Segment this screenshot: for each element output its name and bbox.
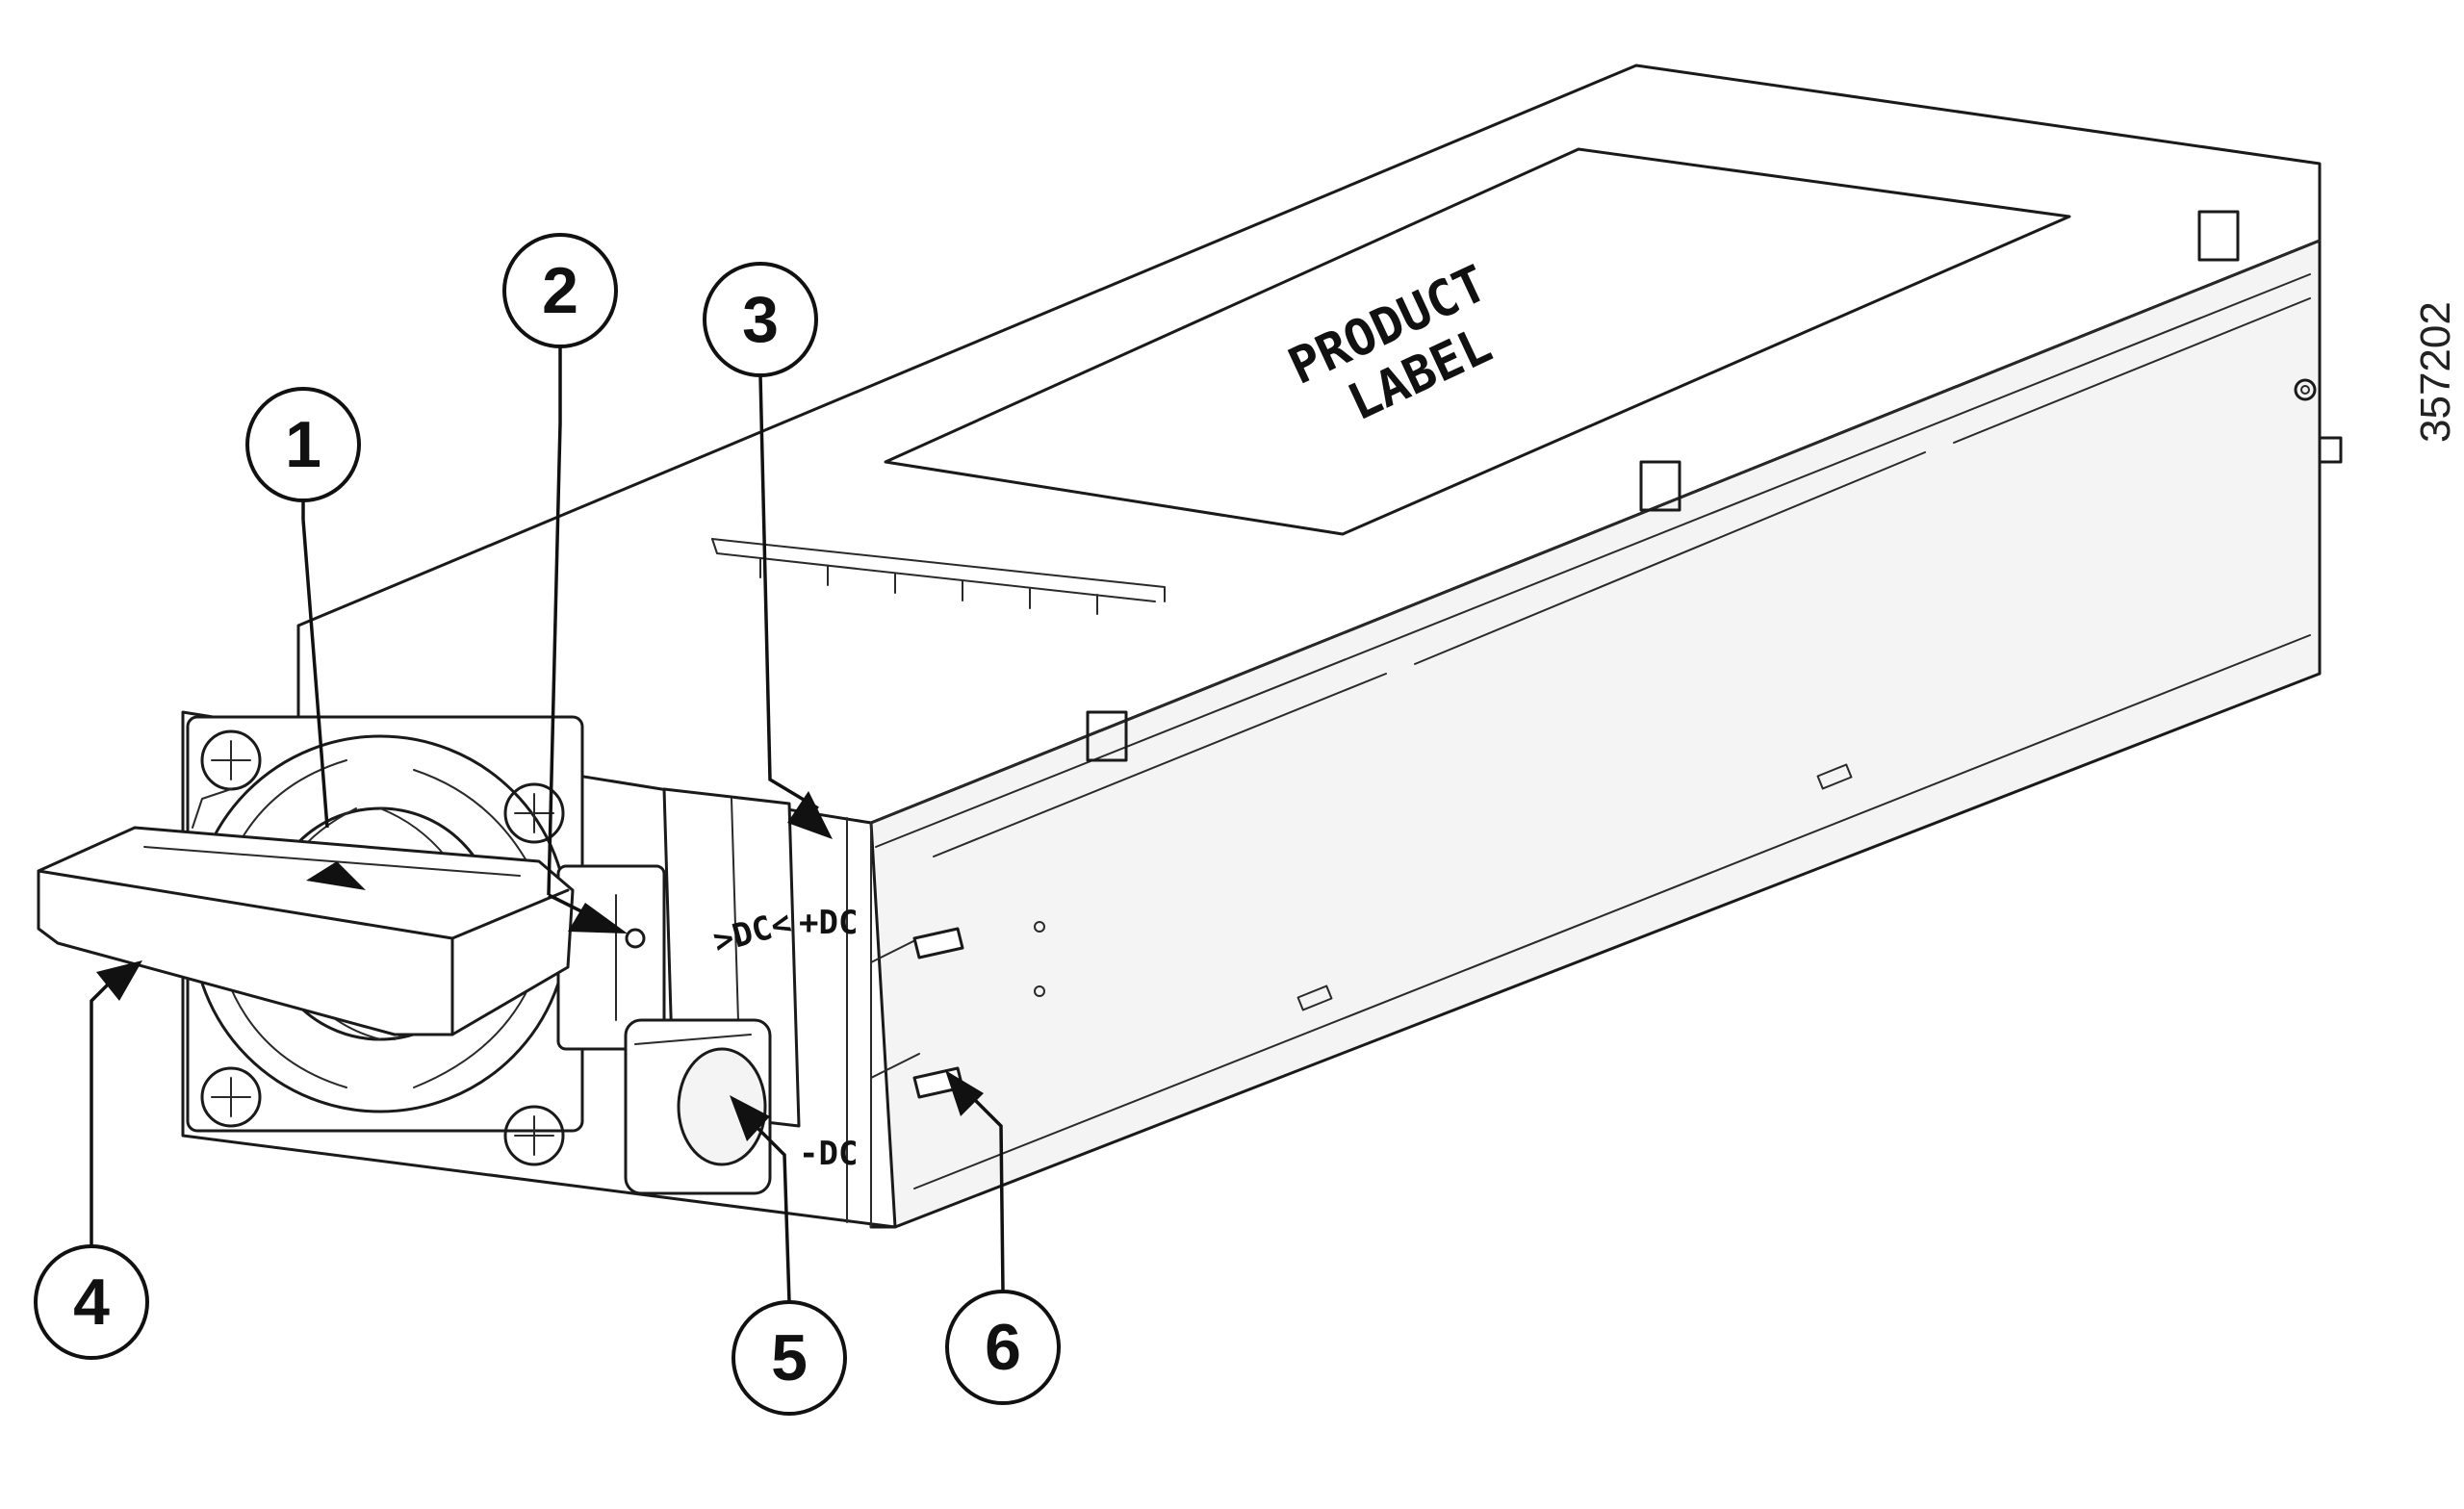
callout-2: 2	[502, 233, 628, 934]
screw	[200, 729, 262, 791]
callout-3: 3	[703, 262, 833, 839]
figure-id: 357202	[2412, 301, 2459, 443]
negative-terminal-label: -DC	[799, 1135, 858, 1173]
callout-4: 4	[34, 960, 149, 1360]
callout-5: 5	[730, 1095, 847, 1416]
terminal-cover	[624, 1018, 772, 1195]
handle	[37, 788, 575, 1036]
screw	[503, 782, 565, 844]
side-tab	[1086, 710, 1128, 762]
psu-enclosure: PRODUCT LABEL	[296, 64, 2343, 1229]
side-tab	[1639, 460, 1681, 512]
side-tab	[2197, 210, 2240, 262]
screw	[200, 1066, 262, 1128]
callout-number: 6	[985, 1311, 1021, 1384]
positive-terminal-label: +DC	[799, 904, 858, 942]
callout-number: 3	[742, 283, 779, 356]
product-label-area	[884, 147, 2071, 536]
callout-number: 1	[285, 408, 321, 481]
screw	[503, 1105, 565, 1166]
callout-1: 1	[245, 387, 366, 890]
callout-6: 6	[945, 1070, 1061, 1405]
callout-number: 5	[771, 1321, 808, 1394]
callout-number: 4	[73, 1266, 110, 1339]
callout-number: 2	[542, 254, 578, 327]
